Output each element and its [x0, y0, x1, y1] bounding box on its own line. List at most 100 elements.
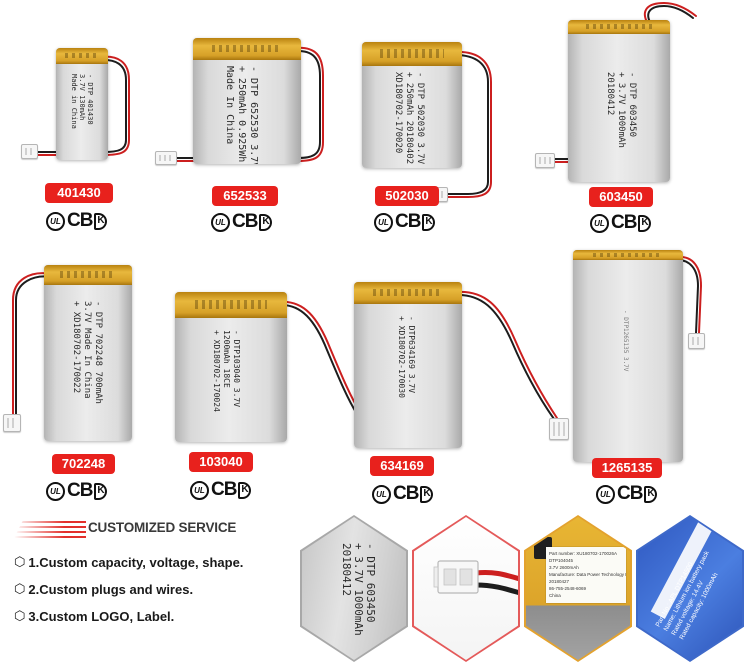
- imprint-line: - DTP 603450: [627, 72, 637, 138]
- jst-connector: [535, 153, 555, 168]
- battery-1265135: - DTP1265135 3.7V: [573, 250, 683, 462]
- wire-103040: [279, 300, 361, 415]
- label-line: 20180427: [549, 579, 570, 584]
- connector-slot: [443, 568, 457, 586]
- imprint-line: 1200mAh 18CE: [222, 330, 231, 388]
- kc-logo: K: [94, 482, 108, 500]
- hex-inner: Part number: XU180702-170026A DTP104045 …: [526, 517, 630, 660]
- model-label: 401430: [45, 183, 113, 203]
- kc-logo: K: [422, 213, 436, 231]
- protection-tape: [354, 282, 462, 304]
- battery-imprint: - DTP103040 3.7V 1200mAh 18CE + XD180702…: [211, 330, 241, 412]
- black-wire: [647, 4, 694, 25]
- hexagon-bullet-icon: ⬡: [14, 582, 26, 597]
- battery-imprint: - DTP634169 3.7V + XD180702-170030: [396, 316, 416, 398]
- imprint-line: 3.7V 130mAh: [78, 74, 86, 121]
- battery-603450: - DTP 603450 + 3.7V 1000mAh 20180412: [568, 20, 670, 182]
- model-label: 103040: [189, 452, 253, 472]
- cb-logo: CB: [395, 211, 421, 232]
- battery-imprint: - DTP 401430 3.7V 130mAh Made in China: [70, 74, 94, 129]
- battery-702248: - DTP 702248 700mAh 3.7V Made In China +…: [44, 265, 132, 441]
- certification-logos: UL CB K: [211, 210, 273, 234]
- battery-652533: - DTP 652530 3.7V + 250mAh 0.925Wh Made …: [193, 38, 301, 164]
- imprint-line: - DTP 652530 3.7V: [248, 66, 259, 164]
- kc-logo: K: [644, 485, 658, 503]
- certification-logos: UL CB K: [374, 210, 436, 234]
- imprint-line: + 250mAh 0.925Wh: [236, 66, 247, 163]
- red-wire: [447, 50, 492, 198]
- model-label: 652533: [212, 186, 278, 206]
- red-wire: [176, 46, 324, 162]
- wire-652533: [176, 46, 324, 162]
- wire-603450: [554, 1, 697, 163]
- cb-logo: CB: [232, 211, 258, 232]
- red-wire: [279, 300, 361, 413]
- service-item: ⬡ 1.Custom capacity, voltage, shape.: [14, 555, 243, 570]
- service-item: ⬡ 3.Custom LOGO, Label.: [14, 609, 174, 624]
- hex-connector-closeup: [412, 515, 520, 662]
- red-wire: [643, 1, 697, 25]
- black-wire: [455, 293, 555, 420]
- ul-logo: UL: [596, 484, 615, 504]
- black-wire: [475, 582, 518, 596]
- cb-logo: CB: [393, 483, 419, 504]
- imprint-line: - DTP 401430: [86, 74, 94, 125]
- imprint-line: - DTP 603450: [364, 543, 377, 623]
- red-wire: [455, 290, 558, 419]
- model-label: 502030: [375, 186, 439, 206]
- label-line: 86-755-2548-6069: [549, 586, 587, 591]
- protection-tape: [568, 20, 670, 34]
- connector-slot: [459, 568, 473, 586]
- battery-502030: - DTP 502030 3.7V + 250mAh 20180402 XD18…: [362, 42, 462, 168]
- imprint-line: + XD180702-170030: [397, 316, 406, 398]
- black-wire: [447, 54, 489, 195]
- hex-battery-closeup: - DTP 603450 + 3.7V 1000mAh 20180412: [300, 515, 408, 662]
- ul-logo: UL: [211, 212, 230, 232]
- cb-logo: CB: [67, 480, 93, 501]
- certification-logos: UL CB K: [190, 478, 252, 502]
- label-line: China: [549, 593, 561, 598]
- connector-illustration: [433, 560, 518, 596]
- imprint-line: - DTP634169 3.7V: [407, 316, 416, 394]
- imprint-line: + XD180702-170024: [212, 330, 221, 412]
- protection-tape: [175, 292, 287, 318]
- imprint-line: 20180412: [605, 72, 615, 116]
- imprint-line: - DTP1265135 3.7V: [622, 310, 629, 372]
- connector-latch: [433, 566, 439, 588]
- protection-tape: [193, 38, 301, 60]
- label-line: 3.7V 2600mAh: [549, 565, 579, 570]
- imprint-line: - DTP103040 3.7V: [232, 330, 241, 408]
- imprint-line: + XD180702-170022: [71, 301, 81, 394]
- ul-logo: UL: [372, 484, 391, 504]
- imprint-line: XD180702-170020: [393, 72, 403, 154]
- certification-logos: UL CB K: [372, 482, 434, 506]
- ul-logo: UL: [590, 213, 609, 233]
- imprint-line: Made in China: [70, 74, 78, 129]
- jst-connector: [155, 151, 177, 165]
- wire-502030: [447, 50, 492, 198]
- battery-634169: - DTP634169 3.7V + XD180702-170030: [354, 282, 462, 448]
- red-wire: [475, 570, 518, 582]
- imprint-line: 3.7V Made In China: [82, 301, 92, 399]
- kc-logo: K: [259, 213, 273, 231]
- protection-tape: [362, 42, 462, 66]
- hex-label-closeup: Part number: XU180702-170026A DTP104045 …: [524, 515, 632, 662]
- wire-401430: [37, 55, 130, 156]
- protection-tape: [44, 265, 132, 285]
- kc-logo: K: [420, 485, 434, 503]
- black-wire: [176, 49, 321, 159]
- imprint-line: + 3.7V 1000mAh: [616, 72, 626, 148]
- protection-tape: [56, 48, 108, 64]
- battery-103040: - DTP103040 3.7V 1200mAh 18CE + XD180702…: [175, 292, 287, 442]
- battery-imprint: - DTP 652530 3.7V + 250mAh 0.925Wh Made …: [223, 66, 259, 164]
- label-line: DTP104045: [549, 558, 574, 563]
- jst-connector: [3, 414, 21, 432]
- wire-634169: [455, 290, 558, 420]
- service-item-text: 2.Custom plugs and wires.: [28, 582, 194, 597]
- model-label: 1265135: [592, 458, 662, 478]
- jst-connector: [688, 333, 705, 349]
- service-item-text: 3.Custom LOGO, Label.: [28, 609, 175, 624]
- ul-logo: UL: [46, 481, 65, 501]
- certification-logos: UL CB K: [46, 209, 108, 233]
